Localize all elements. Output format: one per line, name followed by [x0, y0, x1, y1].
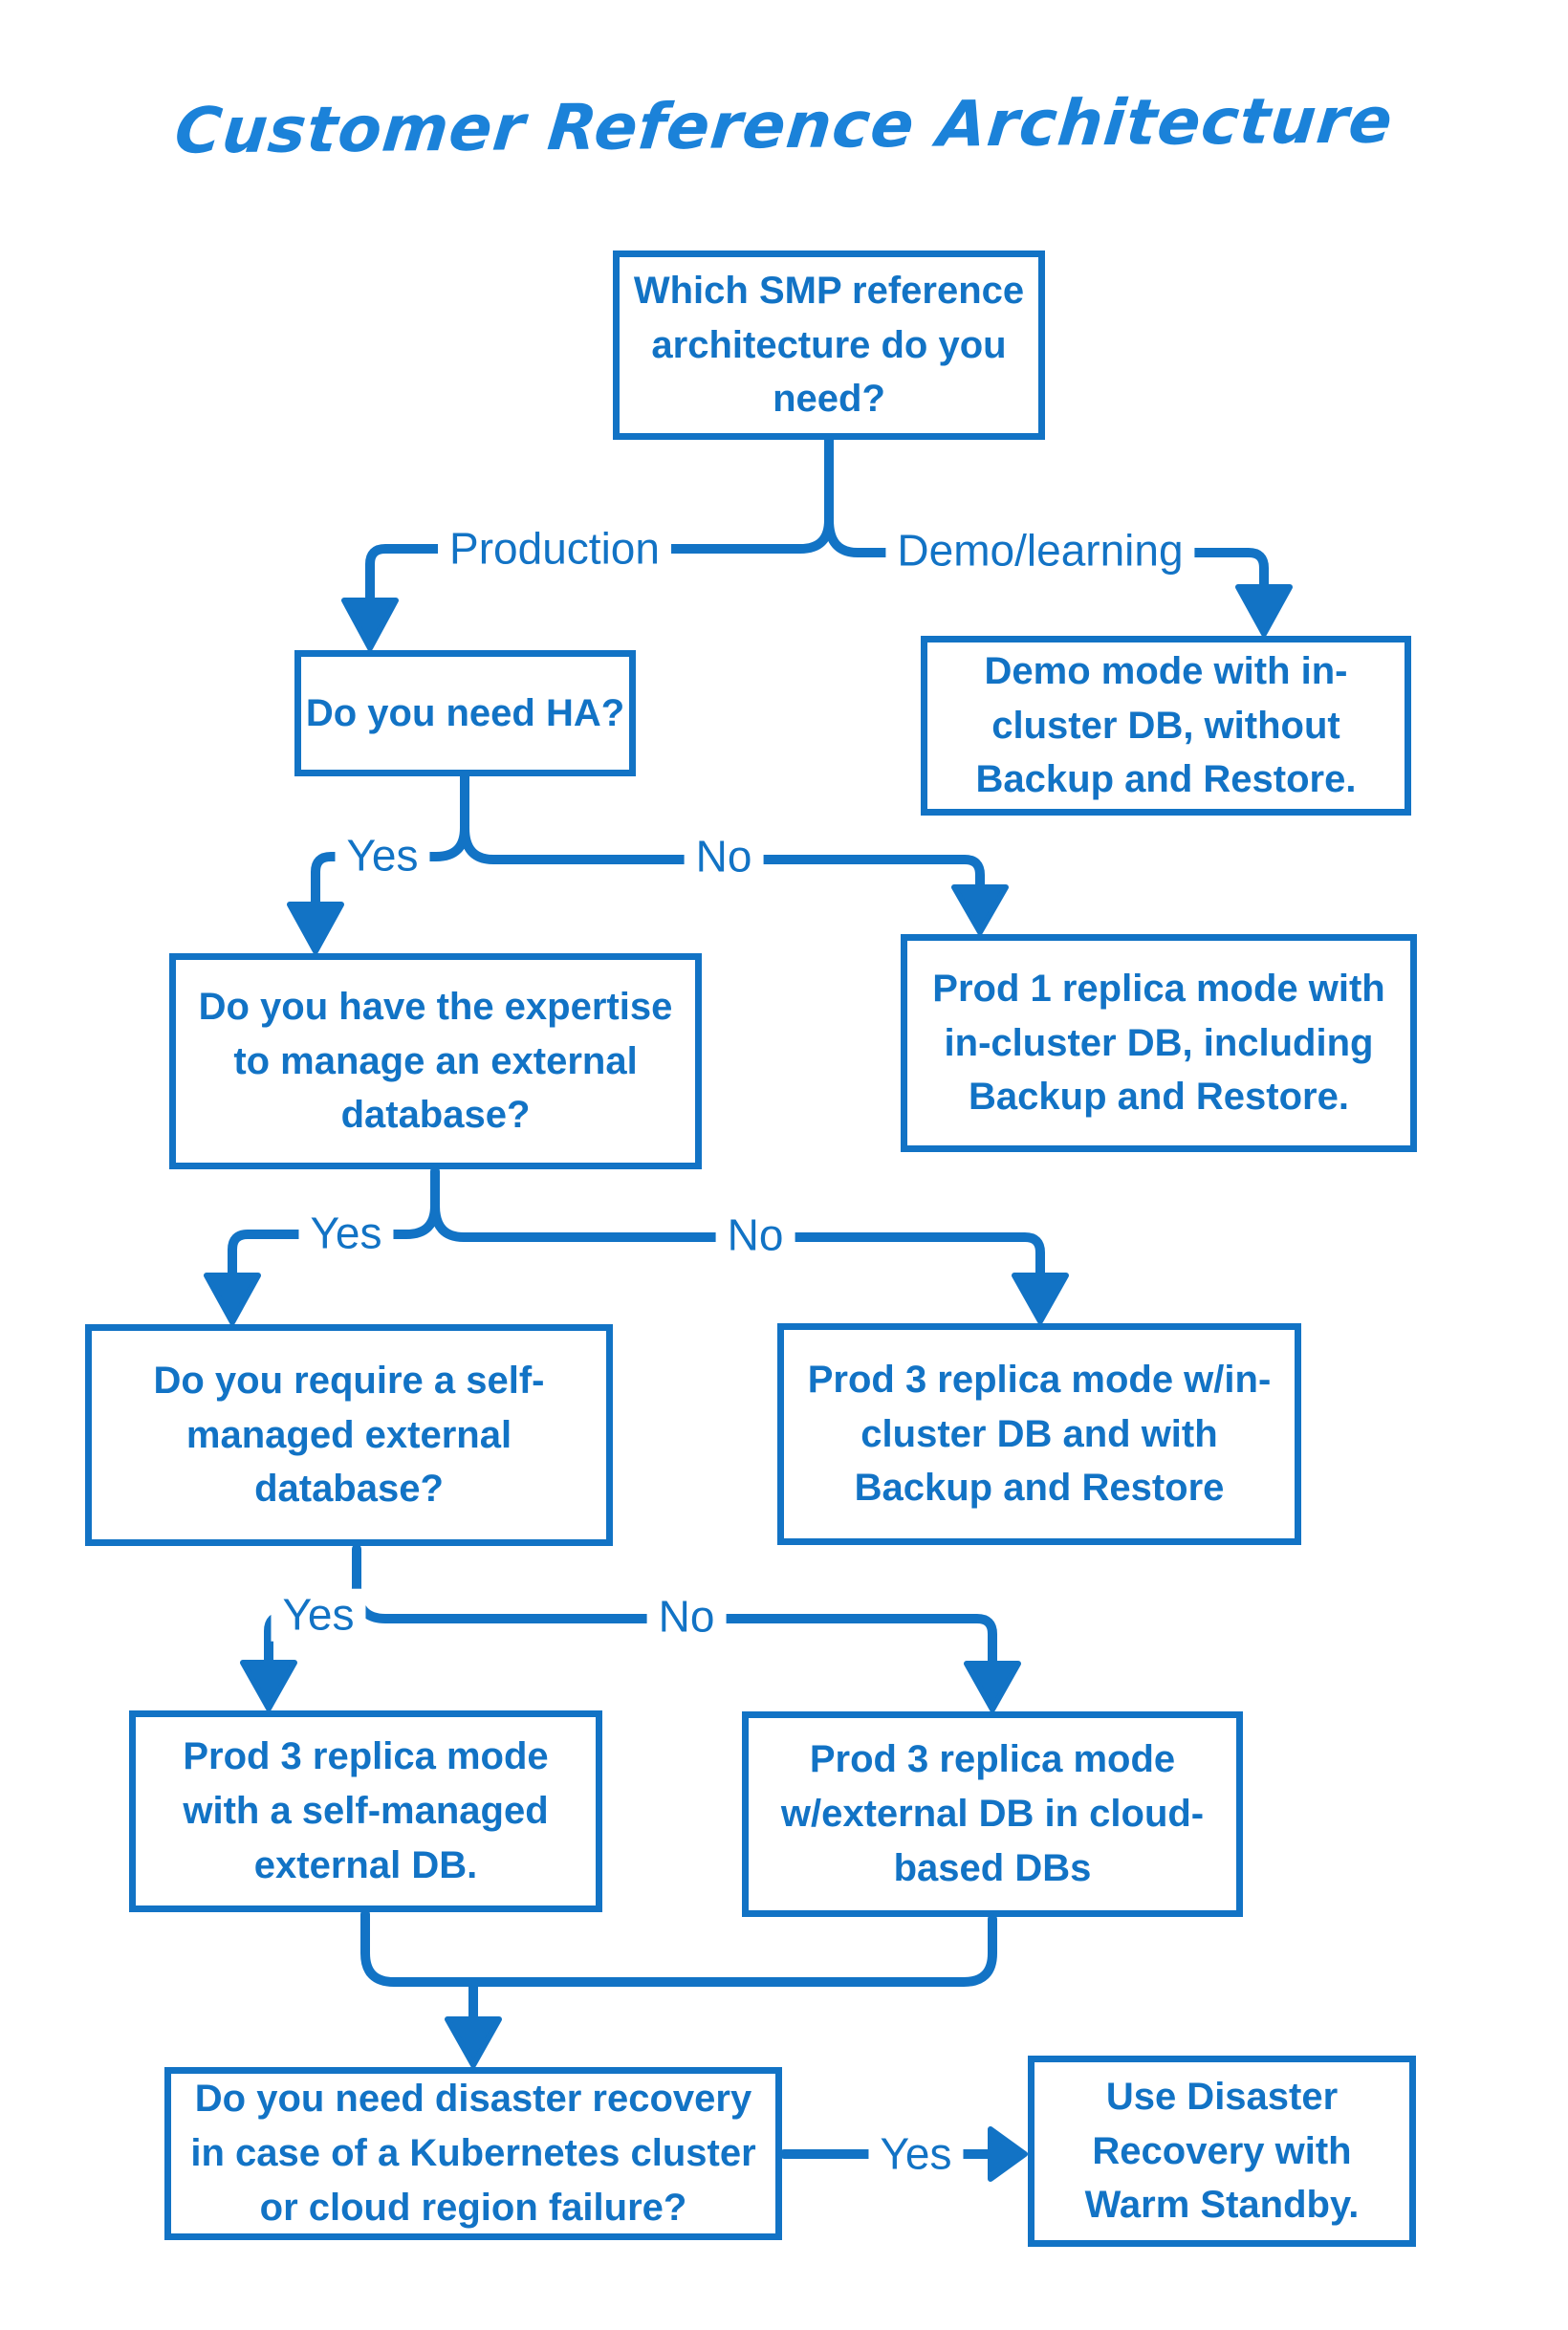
node-expertise-question: Do you have the expertise to manage an e… — [169, 953, 702, 1169]
arrow-down-need-ha — [341, 598, 399, 651]
arrow-right-use-dr — [988, 2126, 1028, 2182]
node-use-dr-result: Use Disaster Recovery with Warm Standby. — [1028, 2056, 1416, 2247]
edge-expertise-no-line — [430, 1201, 1045, 1282]
edge-label-ha-yes: Yes — [335, 829, 430, 882]
node-prod3-selfmanaged-result: Prod 3 replica mode with a self-managed … — [129, 1710, 602, 1912]
edge-demo-learning-line — [824, 515, 1269, 596]
arrow-down-demo-mode — [1235, 584, 1293, 637]
arrow-down-prod3-selfmanaged — [240, 1660, 297, 1711]
edge-label-expertise-yes: Yes — [298, 1207, 394, 1260]
arrow-down-prod3-external — [964, 1661, 1021, 1712]
node-prod3-external-cloud-result: Prod 3 replica mode w/external DB in clo… — [742, 1711, 1243, 1917]
edge-label-selfmanaged-yes: Yes — [271, 1588, 366, 1642]
node-need-dr-question: Do you need disaster recovery in case of… — [164, 2067, 782, 2240]
node-prod1-incluster-result: Prod 1 replica mode with in-cluster DB, … — [901, 934, 1417, 1152]
arrow-down-require-selfmanaged — [204, 1273, 261, 1325]
node-demo-mode-result: Demo mode with in-cluster DB, without Ba… — [921, 636, 1411, 816]
node-which-smp-question: Which SMP reference architecture do you … — [613, 250, 1045, 440]
edge-ha-no-line — [460, 823, 985, 894]
arrow-down-prod1 — [951, 884, 1009, 935]
edge-label-demo-learning: Demo/learning — [885, 524, 1195, 577]
edge-production-line — [365, 433, 834, 609]
edge-label-production: Production — [438, 522, 671, 576]
node-require-selfmanaged-question: Do you require a self-managed external d… — [85, 1324, 613, 1546]
edge-label-expertise-no: No — [715, 1209, 795, 1262]
node-prod3-incluster-result: Prod 3 replica mode w/in-cluster DB and … — [777, 1323, 1301, 1545]
edge-label-ha-no: No — [684, 830, 764, 883]
node-need-ha-question: Do you need HA? — [294, 650, 636, 776]
arrow-down-prod3-incluster — [1012, 1273, 1069, 1324]
arrow-down-expertise — [287, 902, 344, 954]
edge-label-selfmanaged-no: No — [646, 1590, 727, 1644]
edge-label-dr-yes: Yes — [868, 2127, 964, 2181]
arrow-down-need-dr — [445, 2016, 502, 2068]
edge-merge-bar — [360, 1909, 997, 1987]
